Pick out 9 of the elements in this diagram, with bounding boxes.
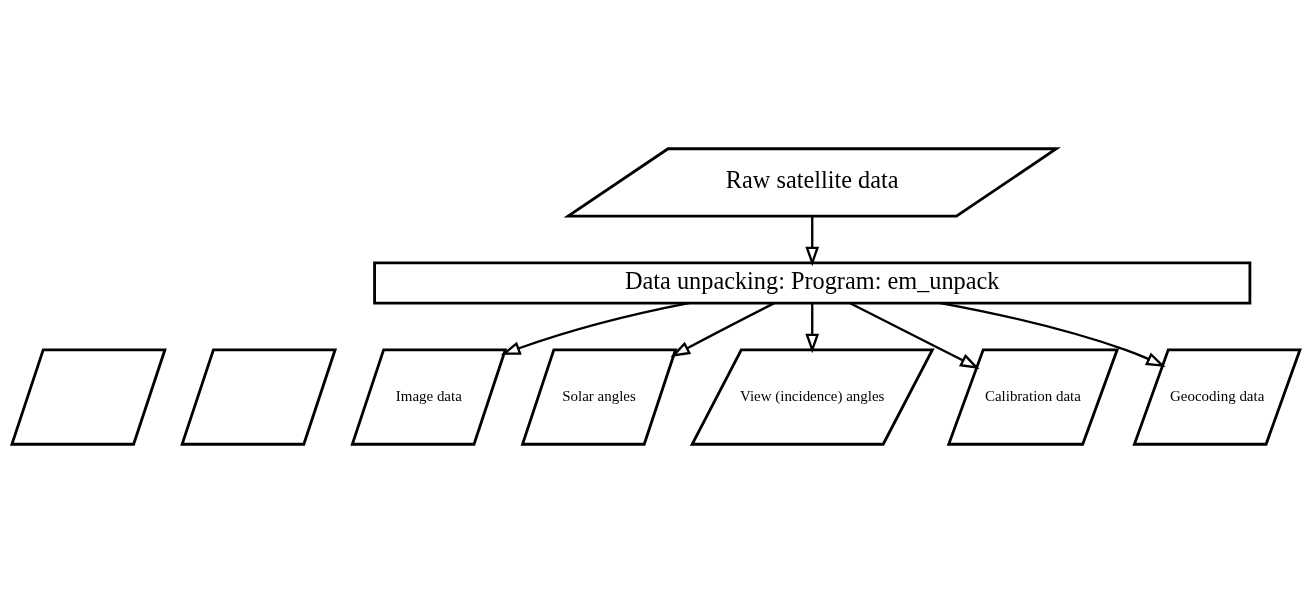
node-parallelogram (9, 347, 167, 446)
node-parallelogram (180, 347, 338, 446)
arrow (500, 301, 690, 355)
arrow (849, 301, 980, 369)
arrow (805, 215, 820, 266)
arrow (805, 302, 820, 353)
node-box: Data unpacking: Program: em_unpack (373, 260, 1252, 304)
arrow (940, 301, 1166, 367)
arrow (670, 301, 775, 357)
